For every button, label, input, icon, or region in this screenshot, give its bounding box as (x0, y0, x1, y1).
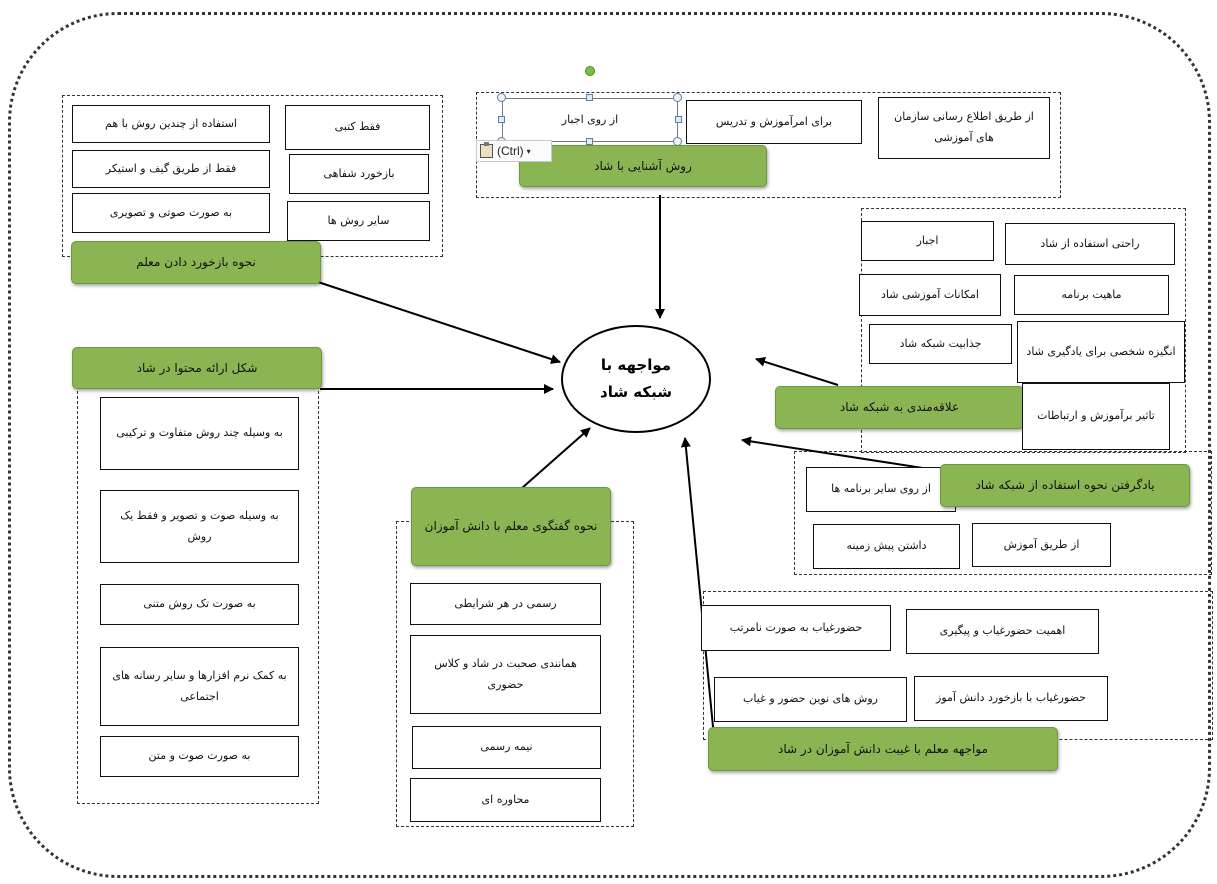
box-absence-irregular: حضورغیاب به صورت نامرتب (701, 605, 891, 651)
arrow-interest (755, 356, 839, 386)
box-content-mixed: به وسیله چند روش متفاوت و ترکیبی (100, 397, 299, 470)
box-content-av-one: به وسیله صوت و تصویر و فقط یک روش (100, 490, 299, 563)
box-learning-other-apps: از روی سایر برنامه ها (806, 467, 956, 512)
rounded-dotted-frame (8, 12, 1211, 878)
title-feedback: نحوه بازخورد دادن معلم (71, 241, 321, 284)
box-learning-training: از طریق آموزش (972, 523, 1111, 567)
clipboard-icon (480, 142, 493, 158)
box-learning-background: داشتن پیش زمینه (813, 524, 960, 569)
selection-handle[interactable] (673, 93, 682, 102)
box-dialogue-colloquial: محاوره ای (410, 778, 601, 822)
box-content-audio-text: به صورت صوت و متن (100, 736, 299, 777)
box-top-force[interactable]: از روی اجبار (502, 98, 678, 142)
box-top-announcement: از طریق اطلاع رسانی سازمان های آموزشی (878, 97, 1050, 159)
selection-handle[interactable] (497, 93, 506, 102)
title-absence: مواجهه معلم با غیبت دانش آموزان در شاد (708, 727, 1058, 771)
box-interest-ease: راحتی استفاده از شاد (1005, 223, 1175, 265)
chevron-down-icon: ▾ (526, 146, 531, 156)
box-content-text: به صورت تک روش متنی (100, 584, 299, 625)
box-interest-motivation: انگیزه شخصی برای یادگیری شاد (1017, 321, 1185, 383)
central-node: مواجهه با شبکه شاد (561, 325, 711, 433)
box-top-teaching: برای امرآموزش و تدریس (686, 100, 862, 144)
title-top: روش آشنایی با شاد (519, 145, 767, 187)
box-interest-nature: ماهیت برنامه (1014, 275, 1169, 315)
title-dialogue: نحوه گفتگوی معلم با دانش آموزان (411, 487, 611, 566)
group-interest (861, 208, 1186, 453)
selection-handle[interactable] (586, 94, 593, 101)
box-feedback-oral: بازخورد شفاهی (289, 154, 429, 194)
box-absence-importance: اهمیت حضورغیاب و پیگیری (906, 609, 1099, 654)
box-feedback-combined: استفاده از چندین روش با هم (72, 105, 270, 143)
arrow-absence (680, 437, 715, 738)
rotate-handle[interactable] (585, 66, 595, 76)
box-dialogue-formal: رسمی در هر شرایطی (410, 583, 601, 625)
paste-options-button[interactable]: (Ctrl) ▾ (476, 140, 552, 162)
box-dialogue-semi: نیمه رسمی (412, 726, 601, 769)
paste-label: (Ctrl) (497, 144, 524, 158)
box-content-software: به کمک نرم افزارها و سایر رسانه های اجتم… (100, 647, 299, 726)
box-dialogue-same: همانندی صحبت در شاد و کلاس حضوری (410, 635, 601, 714)
box-interest-force: اجبار (861, 221, 994, 261)
box-absence-new-methods: روش های نوین حضور و غیاب (714, 677, 907, 722)
box-interest-attractiveness: جذابیت شبکه شاد (869, 324, 1012, 364)
arrow-feedback (317, 281, 561, 364)
arrow-dialogue (521, 427, 591, 489)
title-interest: علاقه‌مندی به شبکه شاد (775, 386, 1024, 429)
box-interest-impact: تاثیر برآموزش و ارتباطات (1022, 383, 1170, 450)
arrow-learning (741, 436, 943, 472)
selection-handle[interactable] (498, 116, 505, 123)
selection-handle[interactable] (673, 137, 682, 146)
selection-handle[interactable] (586, 138, 593, 145)
box-absence-feedback: حضورغیاب با بازخورد دانش آموز (914, 676, 1108, 721)
box-feedback-gif: فقط از طریق گیف و استیکر (72, 150, 270, 188)
title-content: شکل ارائه محتوا در شاد (72, 347, 322, 389)
title-learning: یادگرفتن نحوه استفاده از شبکه شاد (940, 464, 1190, 507)
box-feedback-other: سایر روش ها (287, 201, 430, 241)
box-feedback-audio-video: به صورت صوتی و تصویری (72, 193, 270, 233)
box-feedback-written: فقط کتبی (285, 105, 430, 150)
box-interest-facilities: امکانات آموزشی شاد (859, 274, 1001, 316)
selection-handle[interactable] (675, 116, 682, 123)
group-learning (794, 451, 1212, 575)
